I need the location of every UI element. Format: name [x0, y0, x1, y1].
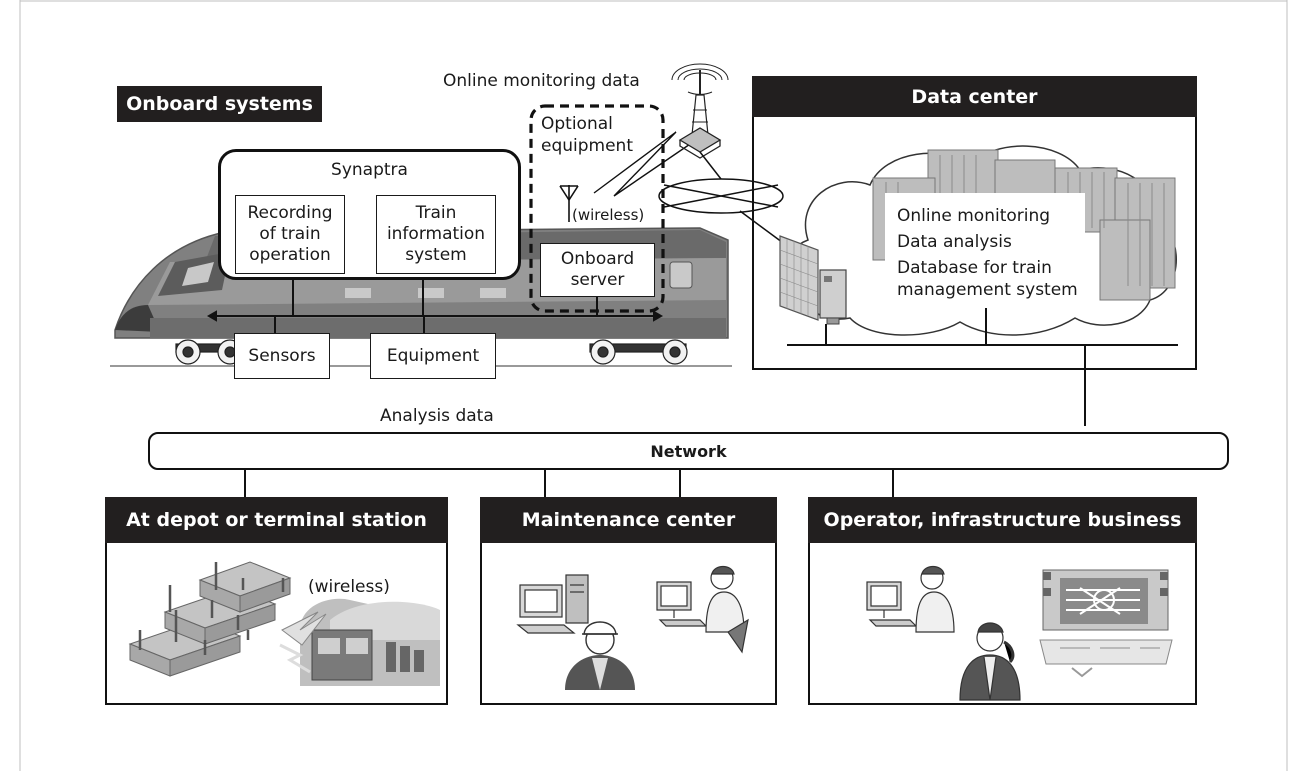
operator-title: Operator, infrastructure business	[808, 497, 1197, 543]
equipment-box: Equipment	[370, 333, 496, 379]
network-drops	[244, 470, 894, 497]
optional-equipment-box	[529, 104, 665, 313]
onboard-bus	[206, 275, 664, 333]
onboard-wireless-label: (wireless)	[572, 206, 645, 224]
optional-equipment-label: Optional equipment	[541, 114, 633, 156]
operator-at-desk-icon	[656, 565, 749, 654]
dc-item-online-monitoring: Online monitoring	[897, 206, 1051, 226]
dc-item-data-analysis: Data analysis	[897, 232, 1012, 252]
sensors-box: Sensors	[234, 333, 330, 379]
data-center-bus	[787, 308, 1178, 426]
depot-wireless-label: (wireless)	[308, 577, 390, 597]
control-panel-icon	[1039, 569, 1173, 678]
analysis-data-label: Analysis data	[380, 406, 494, 426]
phone-caller-icon	[959, 622, 1021, 701]
maintenance-computer-icon	[516, 574, 589, 634]
onboard-server-box: Onboard server	[540, 243, 655, 297]
recording-of-train-operation-box: Recording of train operation	[235, 195, 345, 274]
depot-train-illustration	[279, 598, 440, 686]
depot-title: At depot or terminal station	[105, 497, 448, 543]
radio-tower-icon	[671, 63, 729, 159]
data-center-text-panel	[885, 193, 1085, 306]
train-information-system-box: Train information system	[376, 195, 496, 274]
dc-item-database: Database for train management system	[897, 258, 1078, 300]
server-unit-icon	[819, 269, 847, 325]
data-center-title: Data center	[752, 76, 1197, 117]
wireless-link-icon	[593, 131, 697, 197]
onboard-systems-title: Onboard systems	[117, 86, 322, 122]
worker-helmet-icon	[565, 621, 635, 690]
network-bar: Network	[148, 432, 1229, 470]
synaptra-label: Synaptra	[331, 160, 408, 180]
onboard-antenna-icon	[559, 185, 579, 222]
depot-sensors-illustration	[128, 561, 292, 677]
maintenance-title: Maintenance center	[480, 497, 777, 543]
online-monitoring-data-label: Online monitoring data	[443, 71, 640, 91]
operator-computer-icon	[866, 565, 955, 633]
antenna-panel-icon	[779, 235, 819, 321]
